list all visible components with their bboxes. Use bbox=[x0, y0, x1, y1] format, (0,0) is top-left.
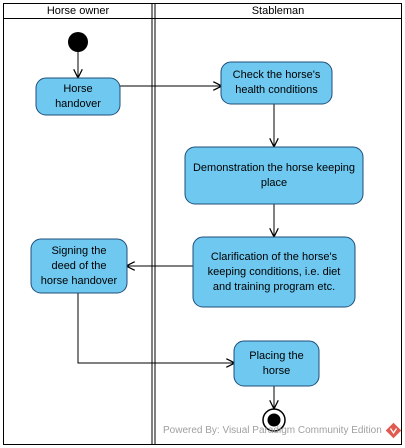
action-check-health bbox=[220, 61, 333, 105]
action-signing-deed bbox=[30, 238, 128, 294]
lane-title-stableman: Stableman bbox=[251, 4, 305, 17]
action-clarification bbox=[192, 236, 356, 308]
flow-signing-to-placing bbox=[77, 293, 234, 363]
action-label-signing-deed: Signing the deed of the horse handover bbox=[40, 244, 118, 287]
swimlane-frame bbox=[3, 3, 402, 445]
action-label-clarification: Clarification of the horse's keeping con… bbox=[207, 250, 341, 293]
watermark-text: Powered By: Visual Paradigm Community Ed… bbox=[163, 425, 382, 436]
action-label-placing-horse: Placing the horse bbox=[249, 349, 304, 377]
action-label-horse-handover: Horse handover bbox=[55, 82, 101, 110]
action-placing-horse bbox=[233, 340, 320, 387]
final-node-inner bbox=[267, 413, 281, 427]
lane-title-horse-owner: Horse owner bbox=[46, 4, 110, 17]
action-horse-handover bbox=[35, 77, 121, 116]
initial-node bbox=[68, 32, 88, 52]
action-label-check-health: Check the horse's health conditions bbox=[232, 69, 321, 96]
action-demonstration bbox=[184, 146, 364, 205]
action-label-demonstration: Demonstration the horse keeping place bbox=[192, 161, 356, 189]
